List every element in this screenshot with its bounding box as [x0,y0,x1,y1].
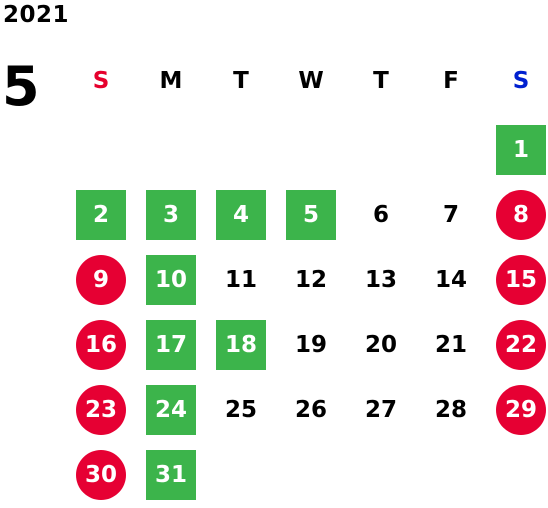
weekday-header-friday: F [443,68,459,94]
day-number: 13 [364,267,397,293]
day-number: 20 [364,332,397,358]
day-cell[interactable]: 10 [136,248,206,313]
weekday-header-wednesday: W [298,68,324,94]
day-cell[interactable]: 11 [206,248,276,313]
weekday-header-tuesday: T [233,68,249,94]
weekday-header-thursday: T [373,68,389,94]
day-cell[interactable]: 18 [206,313,276,378]
weekday-header-saturday: S [512,68,530,94]
day-cell[interactable]: 21 [416,313,486,378]
day-number: 1 [496,125,546,175]
day-cell[interactable]: 9 [66,248,136,313]
day-cell[interactable]: 6 [346,183,416,248]
day-cell[interactable]: 5 [276,183,346,248]
day-number: 10 [146,255,196,305]
day-number: 3 [146,190,196,240]
day-cell[interactable]: 28 [416,378,486,443]
day-number: 5 [286,190,336,240]
weekday-header-sunday: S [92,68,110,94]
day-cell[interactable]: 29 [486,378,548,443]
day-number: 26 [294,397,327,423]
day-cell[interactable]: 31 [136,443,206,508]
day-number: 27 [364,397,397,423]
day-cell[interactable]: 15 [486,248,548,313]
day-cell[interactable]: 12 [276,248,346,313]
day-number: 31 [146,450,196,500]
day-cell[interactable]: 24 [136,378,206,443]
day-cell[interactable]: 22 [486,313,548,378]
day-cell[interactable]: 13 [346,248,416,313]
day-cell[interactable]: 14 [416,248,486,313]
day-number: 28 [434,397,467,423]
day-number: 2 [76,190,126,240]
day-number: 7 [442,202,459,228]
day-number: 25 [224,397,257,423]
day-number: 14 [434,267,467,293]
day-cell[interactable]: 3 [136,183,206,248]
day-cell[interactable]: 17 [136,313,206,378]
day-number: 24 [146,385,196,435]
day-number: 17 [146,320,196,370]
day-cell[interactable]: 4 [206,183,276,248]
day-number: 18 [216,320,266,370]
day-cell[interactable]: 27 [346,378,416,443]
calendar-year: 2021 [3,2,70,28]
day-number: 11 [224,267,257,293]
day-number: 16 [76,320,126,370]
calendar-month: 5 [2,55,40,118]
day-number: 9 [76,255,126,305]
day-cell[interactable]: 19 [276,313,346,378]
day-cell[interactable]: 25 [206,378,276,443]
day-number: 30 [76,450,126,500]
day-number: 21 [434,332,467,358]
day-cell[interactable]: 8 [486,183,548,248]
day-number: 4 [216,190,266,240]
day-cell[interactable]: 1 [486,118,548,183]
day-number: 15 [496,255,546,305]
day-number: 6 [372,202,389,228]
day-number: 22 [496,320,546,370]
day-cell[interactable]: 7 [416,183,486,248]
weekday-header-monday: M [159,68,183,94]
day-cell[interactable]: 2 [66,183,136,248]
day-number: 29 [496,385,546,435]
day-cell[interactable]: 16 [66,313,136,378]
day-number: 8 [496,190,546,240]
day-number: 12 [294,267,327,293]
day-number: 19 [294,332,327,358]
day-cell[interactable]: 26 [276,378,346,443]
day-number: 23 [76,385,126,435]
day-cell[interactable]: 20 [346,313,416,378]
day-cell[interactable]: 30 [66,443,136,508]
day-cell[interactable]: 23 [66,378,136,443]
